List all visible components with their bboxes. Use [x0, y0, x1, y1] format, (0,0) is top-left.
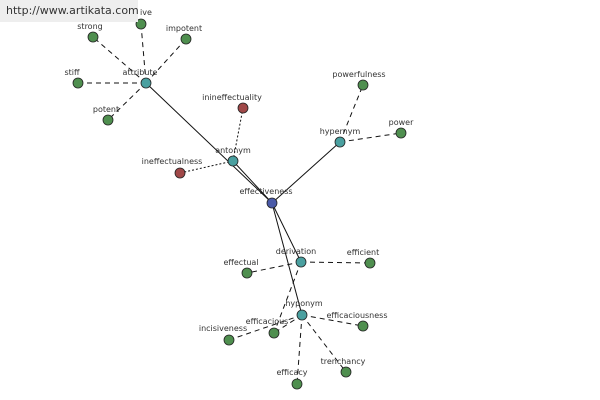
node-impotent[interactable]: [180, 33, 192, 45]
node-potent[interactable]: [102, 114, 114, 126]
edge-effectiveness-antonym: [232, 160, 273, 204]
node-antonym[interactable]: [227, 155, 239, 167]
edge-hypernym-powerfulness: [339, 84, 364, 143]
node-ineffectualness[interactable]: [174, 167, 186, 179]
node-ive[interactable]: [135, 18, 147, 30]
node-label-derivation[interactable]: derivation: [276, 247, 316, 256]
node-label-ineffectualness[interactable]: ineffectualness: [142, 157, 203, 166]
node-efficacy[interactable]: [291, 378, 303, 390]
edge-hyponym-efficacy: [296, 314, 303, 385]
node-label-efficacy[interactable]: efficacy: [276, 368, 307, 377]
node-label-strong[interactable]: strong: [77, 22, 102, 31]
node-label-effectiveness[interactable]: effectiveness: [239, 187, 292, 196]
node-label-incisiveness[interactable]: incisiveness: [199, 324, 247, 333]
edge-effectiveness-derivation: [271, 202, 302, 263]
node-inineffectuality[interactable]: [237, 102, 249, 114]
node-effectual[interactable]: [241, 267, 253, 279]
node-trenchancy[interactable]: [340, 366, 352, 378]
node-label-trenchancy[interactable]: trenchancy: [321, 357, 366, 366]
watermark-url[interactable]: http://www.artikata.com: [0, 0, 139, 22]
node-label-potent[interactable]: potent: [93, 105, 119, 114]
node-hyponym[interactable]: [296, 309, 308, 321]
node-label-hyponym[interactable]: hyponym: [285, 299, 323, 308]
edge-attribute-strong: [92, 36, 147, 84]
node-attribute[interactable]: [140, 77, 152, 89]
node-label-effectual[interactable]: effectual: [223, 258, 258, 267]
node-label-impotent[interactable]: impotent: [166, 24, 202, 33]
node-label-powerfulness[interactable]: powerfulness: [332, 70, 385, 79]
edge-attribute-ive: [140, 23, 147, 84]
node-hypernym[interactable]: [334, 136, 346, 148]
node-label-efficient[interactable]: efficient: [347, 248, 379, 257]
node-label-ive[interactable]: ive: [140, 8, 152, 17]
edge-derivation-efficient: [300, 261, 371, 264]
node-label-hypernym[interactable]: hypernym: [320, 127, 361, 136]
edge-antonym-ineffectualness: [179, 160, 234, 174]
edge-effectiveness-attribute: [145, 82, 273, 204]
node-label-antonym[interactable]: antonym: [215, 146, 251, 155]
node-label-efficaciousness[interactable]: efficaciousness: [326, 311, 387, 320]
edge-hyponym-incisiveness: [228, 314, 303, 341]
node-stiff[interactable]: [72, 77, 84, 89]
edge-effectiveness-hyponym: [271, 202, 303, 316]
node-label-inineffectuality[interactable]: inineffectuality: [202, 93, 262, 102]
node-strong[interactable]: [87, 31, 99, 43]
node-layer: effectiveness attribute antonym hypernym der…: [64, 8, 414, 390]
edge-derivation-efficacious: [273, 261, 302, 334]
node-label-attribute[interactable]: attribute: [123, 68, 158, 77]
edge-effectiveness-hypernym: [271, 141, 341, 204]
node-powerfulness[interactable]: [357, 79, 369, 91]
node-efficacious[interactable]: [268, 327, 280, 339]
edge-hyponym-trenchancy: [301, 314, 347, 373]
edge-derivation-effectual: [246, 261, 302, 274]
node-efficaciousness[interactable]: [357, 320, 369, 332]
node-incisiveness[interactable]: [223, 334, 235, 346]
node-label-efficacious[interactable]: efficacious: [246, 317, 289, 326]
node-label-power[interactable]: power: [389, 118, 414, 127]
edge-antonym-inineffectuality: [232, 107, 244, 162]
edge-hyponym-efficaciousness: [301, 314, 364, 327]
edge-attribute-potent: [107, 82, 147, 121]
node-efficient[interactable]: [364, 257, 376, 269]
node-derivation[interactable]: [295, 256, 307, 268]
node-effectiveness[interactable]: [266, 197, 278, 209]
node-power[interactable]: [395, 127, 407, 139]
edge-layer: [78, 23, 402, 385]
edge-hyponym-efficacious: [273, 314, 303, 334]
node-label-stiff[interactable]: stiff: [64, 68, 80, 77]
edge-hypernym-power: [339, 132, 402, 143]
edge-attribute-impotent: [145, 38, 187, 84]
